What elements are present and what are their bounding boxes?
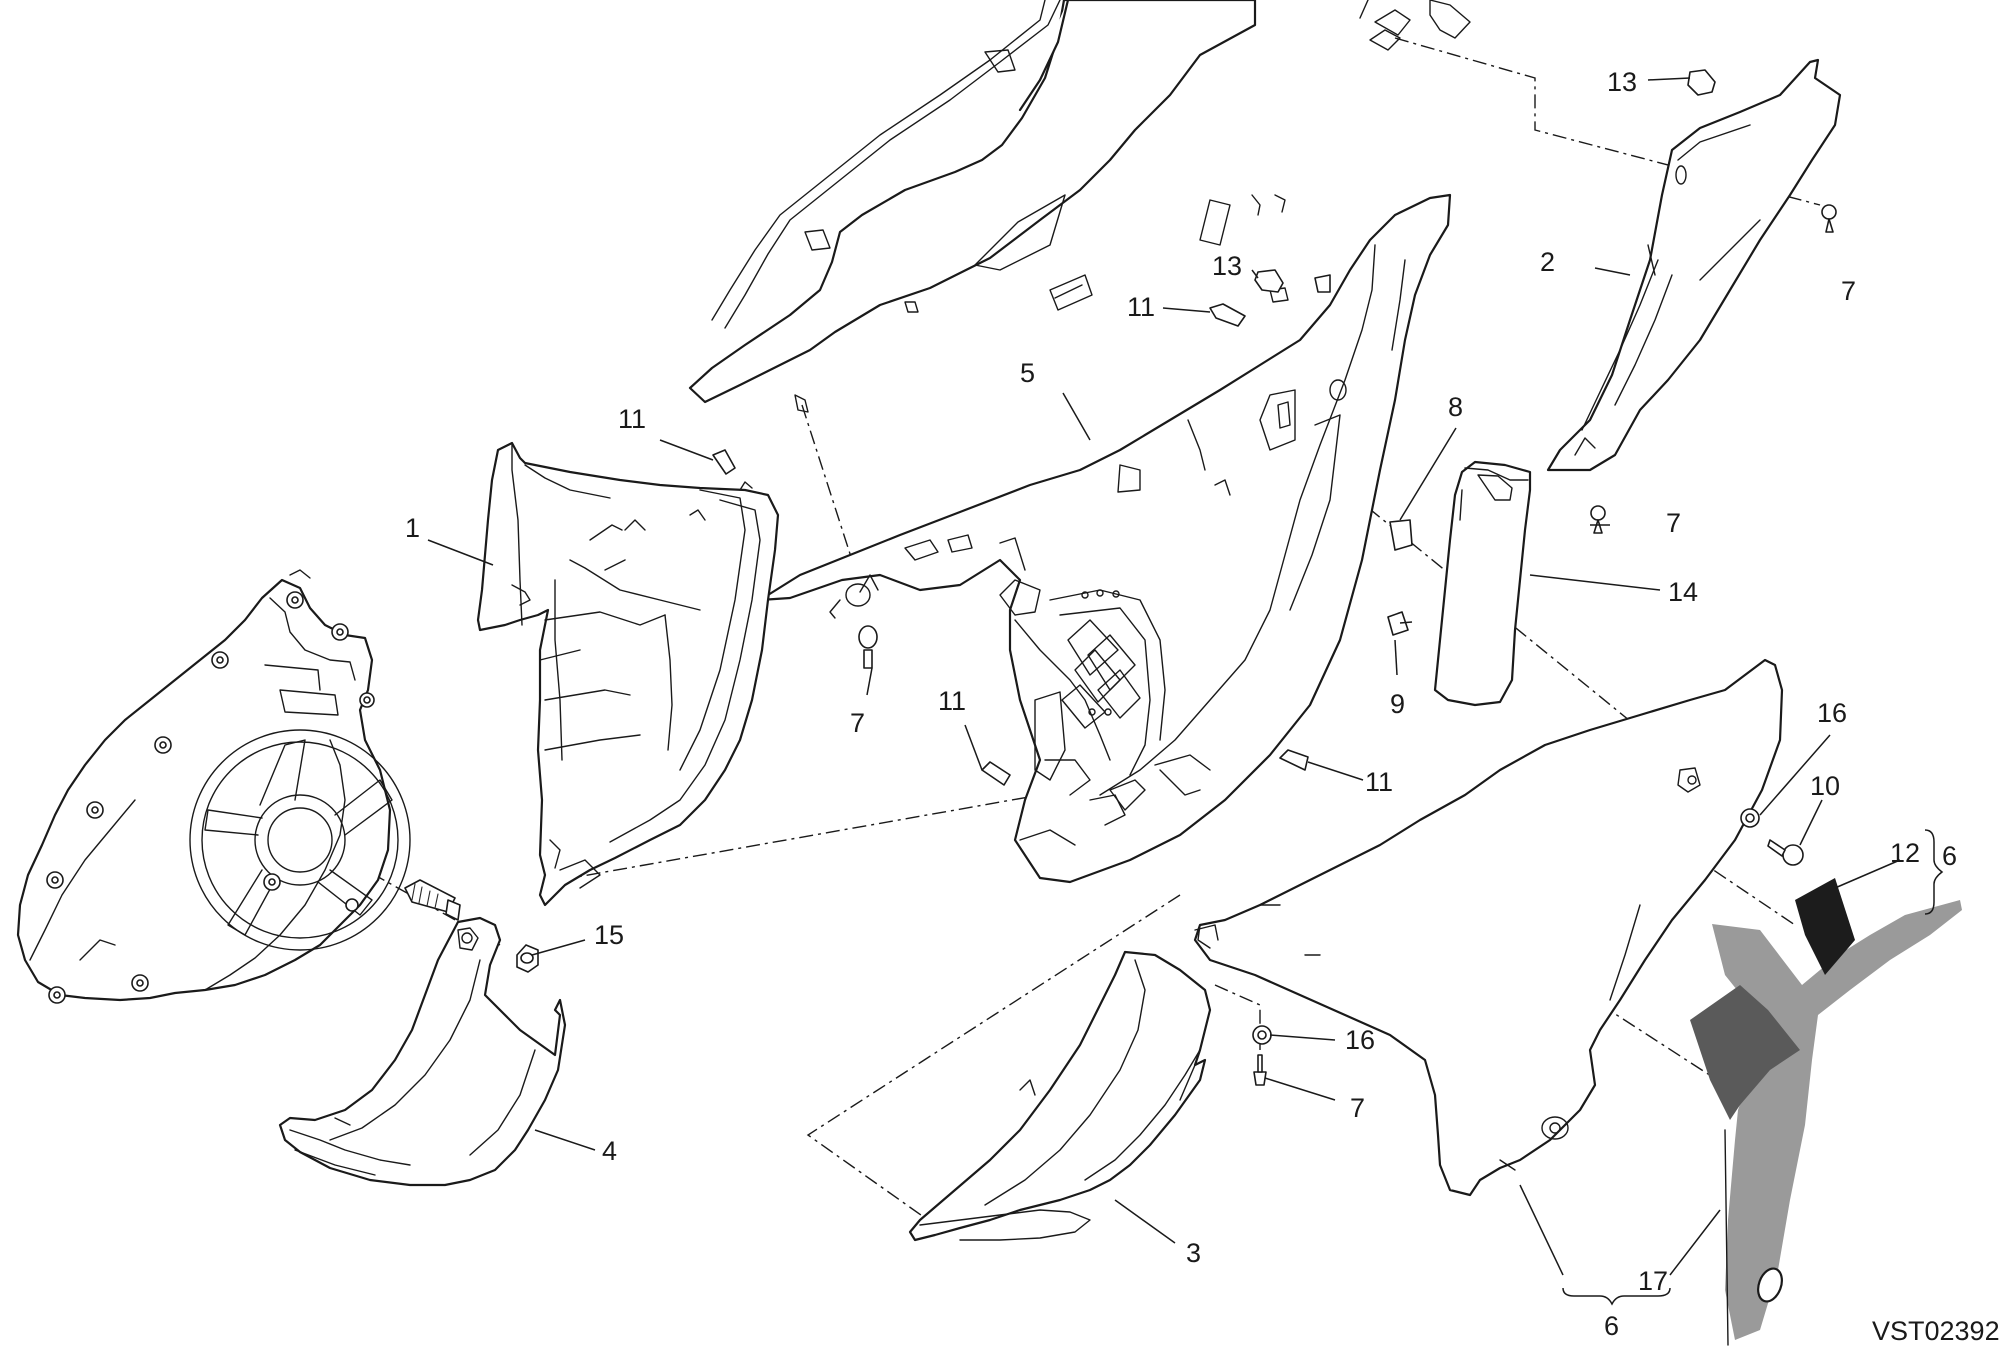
callout-5: 5 xyxy=(1020,358,1035,388)
part-1-duct-panel xyxy=(476,441,780,907)
callout-1: 1 xyxy=(405,513,420,543)
upper-fairing-panel xyxy=(688,0,1471,413)
callout-6-lower: 6 xyxy=(1604,1311,1619,1341)
callout-7-mid-right: 7 xyxy=(1666,508,1681,538)
callout-7-center: 7 xyxy=(850,708,865,738)
callout-3: 3 xyxy=(1186,1238,1201,1268)
callout-16-upper: 16 xyxy=(1817,698,1847,728)
callout-15: 15 xyxy=(594,920,624,950)
part-12-decal xyxy=(1795,878,1855,975)
drawing-code: VST02392 xyxy=(1872,1316,2000,1346)
callout-7-bottom: 7 xyxy=(1350,1093,1365,1123)
leader-lines xyxy=(427,77,1944,1306)
callout-11-lower-left: 11 xyxy=(938,686,966,716)
part-6-side-fairing xyxy=(1193,658,1784,1197)
callout-12: 12 xyxy=(1890,838,1920,868)
callout-labels: 1 2 3 4 5 6 6 7 7 7 7 8 9 10 11 11 11 11… xyxy=(405,67,1957,1341)
part-5-inner-panel xyxy=(758,193,1452,884)
part-14-side-pad xyxy=(1433,460,1532,707)
callout-16-lower: 16 xyxy=(1345,1025,1375,1055)
callout-14: 14 xyxy=(1668,577,1698,607)
callout-6-upper: 6 xyxy=(1942,841,1957,871)
callout-4: 4 xyxy=(602,1136,617,1166)
part-4-lower-panel xyxy=(278,916,567,1187)
callout-8: 8 xyxy=(1448,392,1463,422)
part-2-side-cover xyxy=(1546,58,1842,472)
part-3-belly-panel xyxy=(908,950,1212,1242)
callout-13-center: 13 xyxy=(1212,251,1242,281)
callout-9: 9 xyxy=(1390,689,1405,719)
callout-2: 2 xyxy=(1540,247,1555,277)
callout-11-top: 11 xyxy=(1127,292,1155,322)
callout-11-lower-right: 11 xyxy=(1365,767,1393,797)
engine-bolt xyxy=(404,879,539,973)
callout-10: 10 xyxy=(1810,771,1840,801)
part-17-decal xyxy=(1690,900,1962,1346)
callout-11-left: 11 xyxy=(618,404,646,434)
engine-side-cover xyxy=(16,569,411,1004)
callout-13-top: 13 xyxy=(1607,67,1637,97)
callout-7-top-right: 7 xyxy=(1841,276,1856,306)
callout-17: 17 xyxy=(1638,1266,1668,1296)
